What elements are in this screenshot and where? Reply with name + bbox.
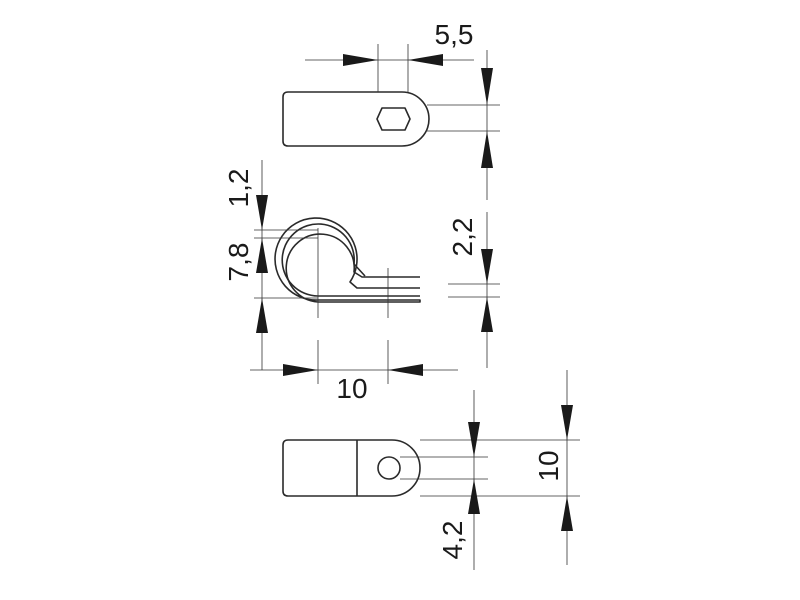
side-view-profile-inner (281, 223, 420, 297)
bottom-view: 10 4,2 (282, 370, 580, 570)
dim-label-2-2: 2,2 (447, 218, 478, 257)
dim-label-5-5: 5,5 (435, 19, 474, 50)
top-view-outline (282, 91, 430, 147)
arrow-2-2-bottom (481, 131, 493, 168)
top-view-slot-hole (376, 107, 411, 131)
arrow-10-left (283, 364, 318, 376)
bottom-view-outline (282, 439, 421, 497)
bottom-view-hole (377, 456, 401, 480)
arrow-5-5-right (408, 54, 443, 66)
top-view: 5,5 (282, 19, 500, 200)
dim-label-7-8: 7,8 (223, 243, 254, 282)
dim-label-10-horizontal: 10 (336, 373, 367, 404)
arrow-4-2-top (468, 422, 480, 457)
arrow-5-5-left (343, 54, 378, 66)
arrow-2-2-side-top (481, 249, 493, 284)
dim-label-10-vertical: 10 (533, 450, 564, 481)
arrow-10-right (388, 364, 423, 376)
dim-label-4-2: 4,2 (437, 521, 468, 560)
arrow-1-2 (256, 195, 268, 230)
arrow-4-2-bottom (468, 479, 480, 514)
side-view-profile (274, 217, 421, 303)
side-view: 1,2 7,8 2,2 10 (223, 160, 500, 404)
arrow-2-2-side-bottom (481, 297, 493, 332)
arrow-10-vertical-bottom (561, 496, 573, 531)
arrow-2-2-top (481, 68, 493, 105)
dim-label-1-2: 1,2 (223, 169, 254, 208)
arrow-7-8-bottom (256, 298, 268, 333)
arrow-7-8-top (256, 238, 268, 273)
arrow-10-vertical-top (561, 405, 573, 440)
